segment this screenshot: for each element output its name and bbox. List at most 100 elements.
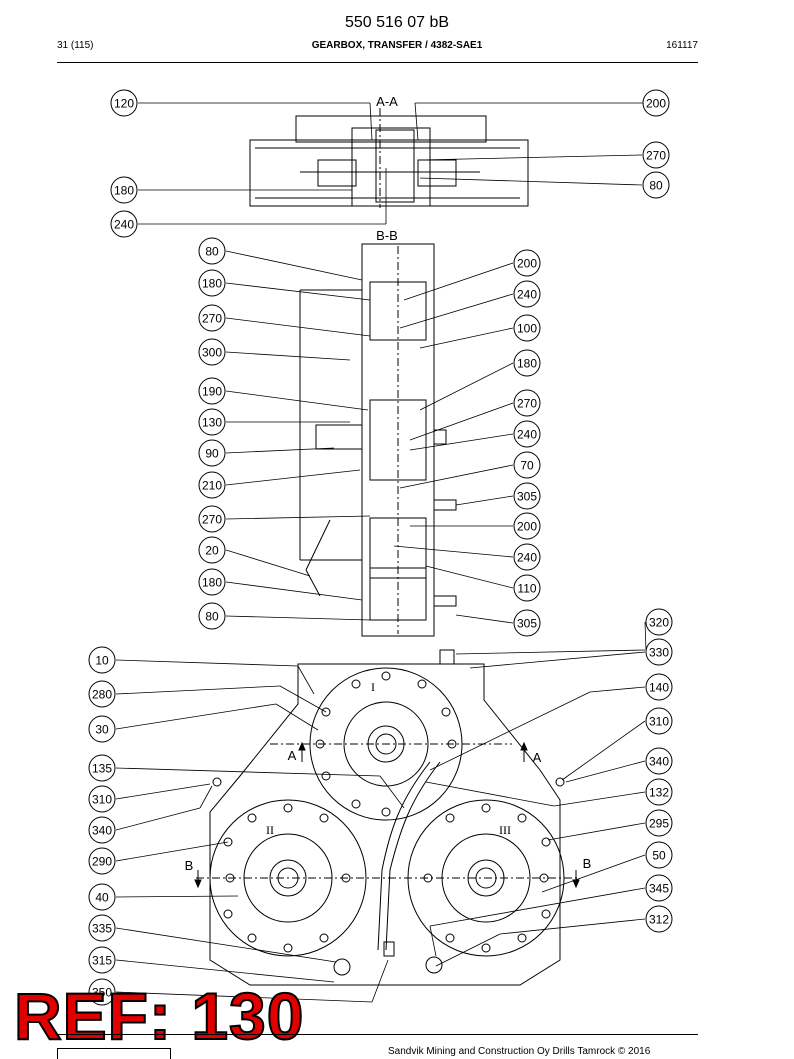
callout-number: 110 bbox=[517, 582, 536, 596]
callout-circle bbox=[88, 785, 116, 813]
callout-main-left-8: 40 bbox=[88, 883, 116, 911]
callout-bb-left-8: 210 bbox=[198, 471, 226, 499]
callout-number: 240 bbox=[517, 428, 537, 442]
callout-circle bbox=[198, 602, 226, 630]
callout-circle bbox=[645, 707, 673, 735]
callout-bb-right-1: 200 bbox=[513, 249, 541, 277]
front-view-outline bbox=[196, 649, 580, 986]
section-aa-outline bbox=[249, 108, 529, 208]
callout-number: 140 bbox=[649, 681, 669, 695]
callout-main-right-3: 140 bbox=[645, 673, 673, 701]
callout-number: 20 bbox=[205, 544, 219, 558]
callout-number: 350 bbox=[92, 986, 112, 1000]
ref-stamp: REF: 130 bbox=[13, 979, 305, 1053]
callout-number: 240 bbox=[114, 218, 134, 232]
callout-main-right-5: 340 bbox=[645, 747, 673, 775]
callout-circle bbox=[513, 512, 541, 540]
callout-aa-1: 120 bbox=[110, 89, 138, 117]
callout-circle bbox=[645, 778, 673, 806]
callout-number: 310 bbox=[92, 793, 112, 807]
section-aa-label: A-A bbox=[376, 94, 398, 109]
logo-mark bbox=[57, 1048, 171, 1059]
callout-number: 180 bbox=[114, 184, 134, 198]
callout-circle bbox=[88, 914, 116, 942]
footer-copyright: Sandvik Mining and Construction Oy Drill… bbox=[388, 1046, 651, 1057]
callout-circle bbox=[513, 543, 541, 571]
callout-main-left-9: 335 bbox=[88, 914, 116, 942]
callout-circle bbox=[645, 673, 673, 701]
callout-aa-5: 180 bbox=[110, 176, 138, 204]
callout-bb-right-4: 180 bbox=[513, 349, 541, 377]
callout-circle bbox=[88, 847, 116, 875]
callout-number: 180 bbox=[202, 277, 222, 291]
callout-circle bbox=[645, 809, 673, 837]
callout-number: 320 bbox=[649, 616, 669, 630]
callout-number: 312 bbox=[649, 913, 669, 927]
callout-circle bbox=[198, 377, 226, 405]
callout-circle bbox=[198, 568, 226, 596]
callout-bb-left-1: 80 bbox=[198, 237, 226, 265]
callout-circle bbox=[88, 715, 116, 743]
callout-aa-4: 80 bbox=[642, 171, 670, 199]
callout-number: 30 bbox=[95, 723, 109, 737]
callout-bb-left-12: 80 bbox=[198, 602, 226, 630]
callout-circle bbox=[645, 841, 673, 869]
callout-number: 330 bbox=[649, 646, 669, 660]
callout-circle bbox=[513, 482, 541, 510]
callout-number: 80 bbox=[205, 245, 219, 259]
callout-bb-right-3: 100 bbox=[513, 314, 541, 342]
callout-main-right-10: 312 bbox=[645, 905, 673, 933]
callout-main-right-7: 295 bbox=[645, 809, 673, 837]
callout-circle bbox=[88, 946, 116, 974]
header-rule bbox=[57, 62, 698, 63]
callout-bb-right-11: 110 bbox=[513, 574, 541, 602]
callout-bb-left-9: 270 bbox=[198, 505, 226, 533]
callout-circle bbox=[645, 874, 673, 902]
callout-number: 345 bbox=[649, 882, 669, 896]
callout-number: 130 bbox=[202, 416, 222, 430]
callout-main-left-3: 30 bbox=[88, 715, 116, 743]
section-bb-outline bbox=[299, 243, 457, 637]
callout-number: 270 bbox=[202, 312, 222, 326]
arrow-b-left: B bbox=[185, 858, 194, 873]
callout-circle bbox=[513, 349, 541, 377]
callout-circle bbox=[198, 471, 226, 499]
callout-main-right-9: 345 bbox=[645, 874, 673, 902]
callout-circle bbox=[198, 269, 226, 297]
callout-number: 70 bbox=[520, 459, 534, 473]
callout-circle bbox=[642, 141, 670, 169]
callout-bb-right-10: 240 bbox=[513, 543, 541, 571]
callout-number: 290 bbox=[92, 855, 112, 869]
callout-circle bbox=[645, 747, 673, 775]
callout-circle bbox=[642, 89, 670, 117]
callout-main-right-8: 50 bbox=[645, 841, 673, 869]
callout-number: 340 bbox=[649, 755, 669, 769]
callout-number: 10 bbox=[95, 654, 109, 668]
callout-circle bbox=[513, 609, 541, 637]
callout-main-right-4: 310 bbox=[645, 707, 673, 735]
callout-circle bbox=[198, 536, 226, 564]
callout-bb-left-7: 90 bbox=[198, 439, 226, 467]
callout-circle bbox=[645, 638, 673, 666]
arrow-b-right: B bbox=[583, 856, 592, 871]
callout-main-left-11: 350 bbox=[88, 978, 116, 1006]
callout-circle bbox=[88, 754, 116, 782]
callout-main-left-1: 10 bbox=[88, 646, 116, 674]
callout-number: 132 bbox=[649, 786, 669, 800]
callout-main-left-5: 310 bbox=[88, 785, 116, 813]
callout-number: 270 bbox=[646, 149, 666, 163]
callout-bb-left-6: 130 bbox=[198, 408, 226, 436]
callout-bb-right-5: 270 bbox=[513, 389, 541, 417]
bolt-holes bbox=[223, 671, 551, 953]
callout-number: 200 bbox=[646, 97, 666, 111]
callout-number: 40 bbox=[95, 891, 109, 905]
callout-number: 270 bbox=[202, 513, 222, 527]
callout-number: 310 bbox=[649, 715, 669, 729]
callout-aa-6: 240 bbox=[110, 210, 138, 238]
callout-circle bbox=[88, 816, 116, 844]
callout-number: 180 bbox=[202, 576, 222, 590]
callout-bb-right-2: 240 bbox=[513, 280, 541, 308]
callout-number: 280 bbox=[92, 688, 112, 702]
callout-bb-right-12: 305 bbox=[513, 609, 541, 637]
